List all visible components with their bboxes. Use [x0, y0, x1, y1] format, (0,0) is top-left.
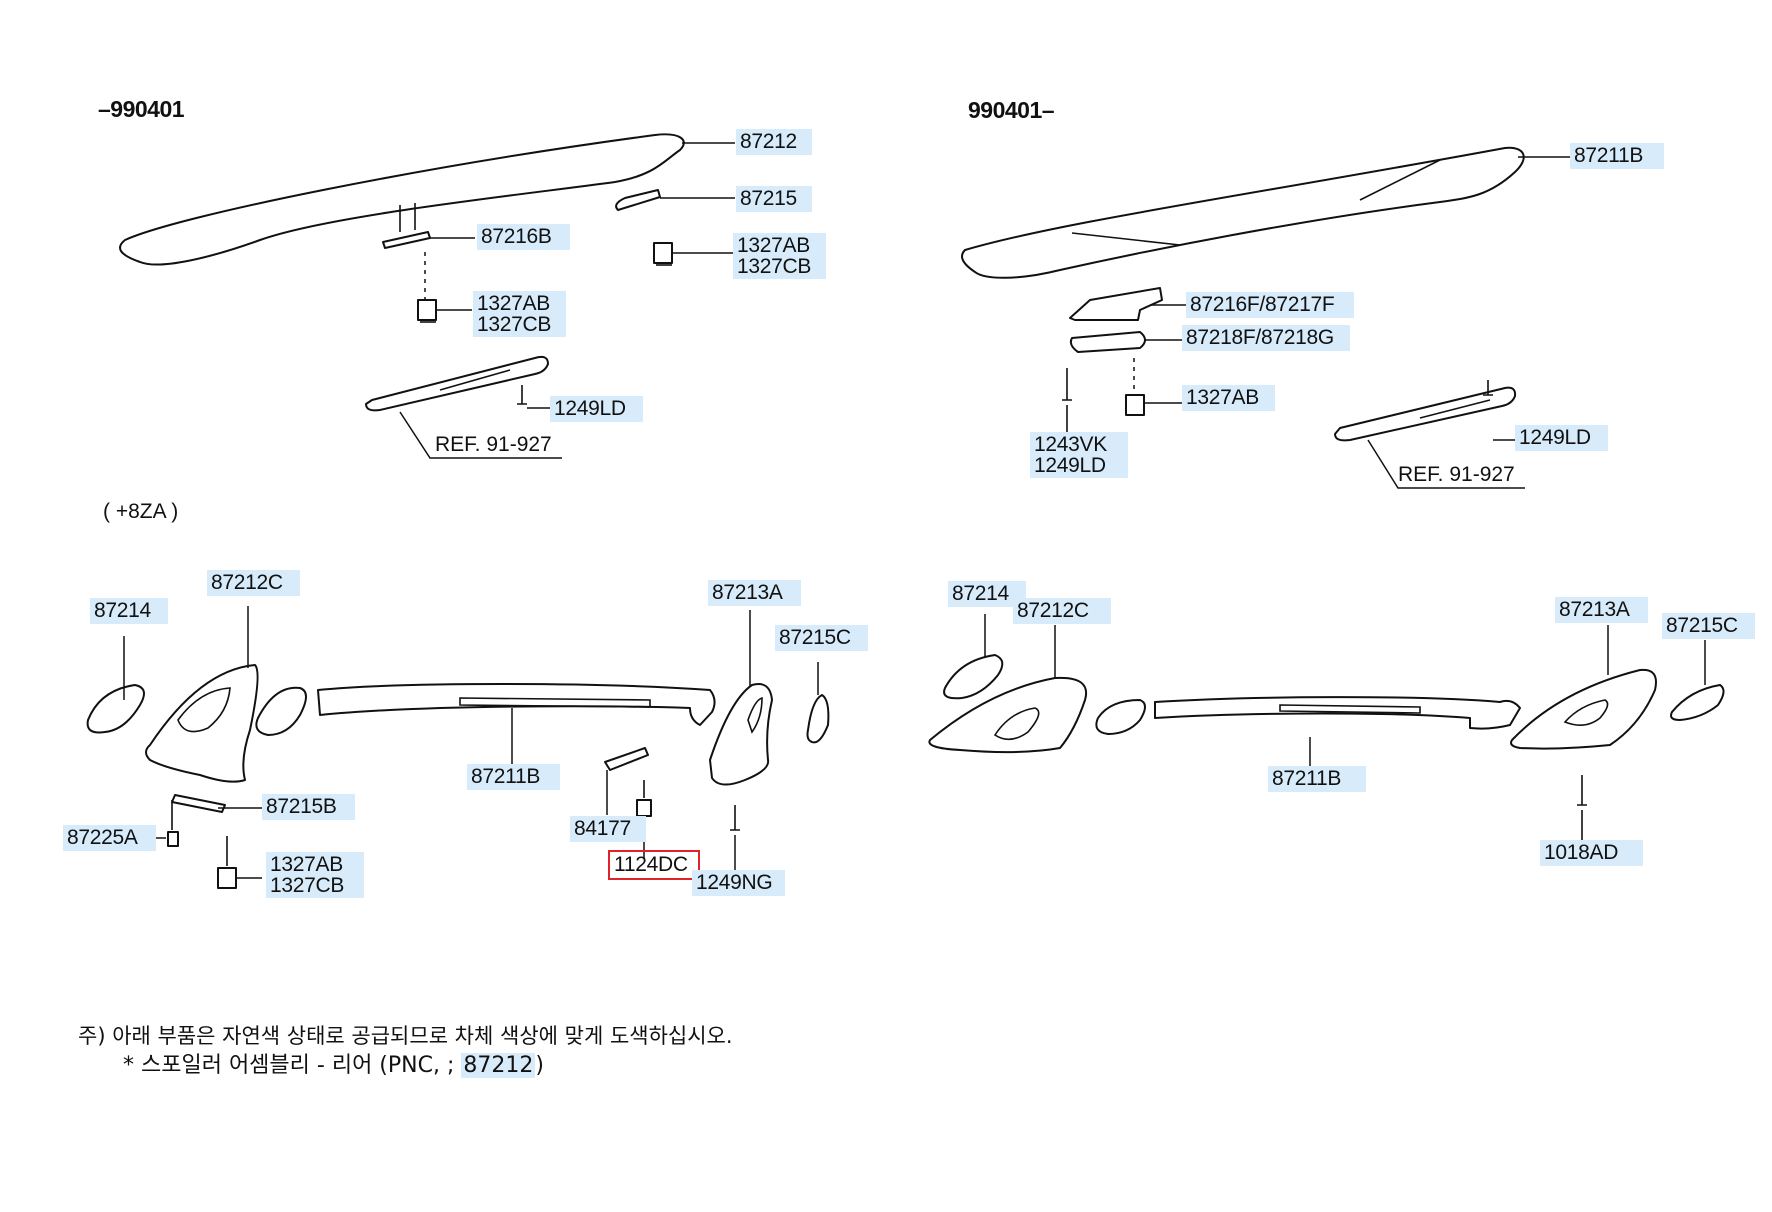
screw-1243vk: [1062, 368, 1072, 440]
part-1249ld: 1249LD: [1034, 454, 1106, 477]
screw-1018ad: [1577, 775, 1587, 840]
clip-1124dc: [636, 799, 652, 817]
header-before-990401: –990401: [98, 96, 185, 122]
reference-91-927-right[interactable]: REF. 91-927: [1398, 463, 1515, 486]
end-cap-mid-r: [1095, 699, 1146, 735]
grommet-1327ab: [1125, 394, 1145, 416]
variant-code: ( +8ZA ): [103, 500, 179, 523]
end-piece-87213a-r: [1510, 668, 1657, 750]
part-87214-label[interactable]: 87214: [90, 598, 168, 624]
end-cap-mid-87212: [255, 686, 307, 736]
beam-87211b: [317, 683, 716, 726]
part-1249ng-label[interactable]: 1249NG: [692, 870, 785, 896]
part-1327ab: 1327AB: [270, 853, 343, 876]
screw-1249ld-left: [517, 385, 527, 405]
part-1243vk-1249ld-label[interactable]: 1243VK 1249LD: [1030, 432, 1128, 478]
part-87216b-label[interactable]: 87216B: [477, 224, 570, 250]
part-87213a-label-br[interactable]: 87213A: [1555, 597, 1648, 623]
screw-1249ng: [730, 805, 740, 831]
part-87215c-label-br[interactable]: 87215C: [1662, 613, 1755, 639]
end-cap-87214-r: [943, 654, 1004, 700]
part-87211b-label[interactable]: 87211B: [1570, 143, 1664, 169]
grommet-1327-right: [653, 242, 673, 264]
end-piece-87212c: [145, 664, 259, 783]
spoiler-assembly-note: * 스포일러 어셈블리 - 리어 (PNC, ; 87212): [123, 1047, 544, 1079]
bracket-87216f: [1069, 287, 1163, 321]
end-cap-87215c-r: [1670, 684, 1725, 721]
part-87214-label-br[interactable]: 87214: [948, 581, 1026, 607]
part-87216f-87217f-label[interactable]: 87216F/87217F: [1186, 292, 1354, 318]
end-piece-87213a: [709, 683, 773, 786]
part-87225a-label[interactable]: 87225A: [63, 825, 156, 851]
stop-lamp-right: [1334, 386, 1517, 442]
note-pnc-87212[interactable]: 87212: [461, 1053, 536, 1078]
part-87212c-label[interactable]: 87212C: [207, 570, 300, 596]
bracket-87218f: [1069, 331, 1146, 353]
part-1124dc-label-highlighted[interactable]: 1124DC: [608, 850, 700, 880]
note-suffix: ): [535, 1053, 544, 1078]
screw-1249ld-right: [1483, 380, 1493, 396]
beam-87211b-r: [1154, 696, 1521, 730]
grommet-1327-left: [417, 299, 437, 321]
part-1327-label-left[interactable]: 1327AB 1327CB: [473, 291, 566, 337]
part-1327ab: 1327AB: [477, 292, 550, 315]
part-87211b-label-bl[interactable]: 87211B: [467, 764, 560, 790]
note-prefix: * 스포일러 어셈블리 - 리어 (PNC, ;: [123, 1053, 455, 1078]
part-87213a-label[interactable]: 87213A: [708, 580, 801, 606]
reference-91-927[interactable]: REF. 91-927: [435, 433, 552, 456]
part-1327ab: 1327AB: [737, 234, 810, 257]
header-after-990401: 990401–: [968, 97, 1055, 123]
bracket-87216b: [382, 231, 431, 249]
part-87215b-label[interactable]: 87215B: [262, 794, 355, 820]
part-87218f-87218g-label[interactable]: 87218F/87218G: [1182, 325, 1350, 351]
part-1018ad-label[interactable]: 1018AD: [1540, 840, 1643, 866]
part-87212c-label-br[interactable]: 87212C: [1013, 598, 1111, 624]
part-1327cb: 1327CB: [477, 313, 552, 336]
spoiler-87212: [119, 133, 685, 266]
bracket-87215b: [171, 794, 226, 813]
end-piece-87212c-r: [928, 676, 1088, 754]
part-87215-label[interactable]: 87215: [736, 186, 812, 212]
part-1243vk: 1243VK: [1034, 433, 1107, 456]
part-1327cb: 1327CB: [270, 874, 345, 897]
bracket-84177: [604, 747, 649, 771]
part-87211b-label-br[interactable]: 87211B: [1268, 766, 1366, 792]
part-84177-label[interactable]: 84177: [570, 816, 646, 842]
spoiler-87211b: [961, 146, 1525, 279]
part-1249ld-label[interactable]: 1249LD: [550, 396, 643, 422]
part-1327cb: 1327CB: [737, 255, 812, 278]
part-87215c-label[interactable]: 87215C: [775, 625, 868, 651]
part-1327-label-bl[interactable]: 1327AB 1327CB: [266, 852, 364, 898]
part-87212-label[interactable]: 87212: [736, 129, 812, 155]
end-cap-87214: [86, 684, 145, 734]
part-1249ld-label-right[interactable]: 1249LD: [1515, 425, 1608, 451]
bracket-87215: [615, 189, 661, 211]
part-1327-label-right[interactable]: 1327AB 1327CB: [733, 233, 826, 279]
grommet-1327-bl: [217, 867, 237, 889]
part-1327ab-label[interactable]: 1327AB: [1182, 385, 1275, 411]
paint-note: 주) 아래 부품은 자연색 상태로 공급되므로 차체 색상에 맞게 도색하십시오…: [78, 1024, 733, 1048]
end-cap-87215c: [806, 694, 830, 744]
clip-87225a: [167, 831, 179, 847]
stop-lamp-left: [365, 355, 549, 412]
